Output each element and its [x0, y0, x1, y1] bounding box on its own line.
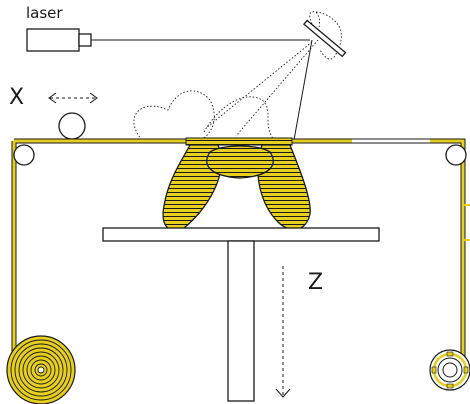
- laser-unit: [26, 28, 310, 52]
- mirror-sweep-dotted: [309, 11, 342, 60]
- mirror: [303, 19, 347, 58]
- build-platform: [102, 227, 380, 242]
- deflected-beam: [293, 39, 313, 141]
- take-up-spool: [429, 349, 470, 391]
- part-body: [206, 145, 274, 179]
- laminated-part: [162, 137, 311, 232]
- laser-body: [26, 28, 80, 52]
- z-axis-label: Z: [308, 270, 323, 295]
- material-sheet: [11, 138, 470, 370]
- scanning-mirror: [205, 11, 347, 141]
- laser-label: laser: [26, 4, 63, 22]
- beam-dotted-path: [205, 41, 313, 129]
- guide-roller-left: [13, 144, 35, 166]
- guide-roller-right: [445, 144, 467, 166]
- beam-dotted-path-2: [235, 39, 319, 137]
- heated-roller: [58, 112, 86, 140]
- supply-spool: [6, 335, 76, 404]
- x-direction-arrow: [48, 92, 98, 104]
- cut-outline-dotted: [133, 90, 275, 141]
- platform-column: [227, 240, 255, 402]
- part-top-layer: [185, 137, 293, 146]
- z-direction-arrow: [275, 266, 291, 398]
- x-axis-label: X: [9, 85, 24, 110]
- laser-nozzle: [78, 33, 92, 47]
